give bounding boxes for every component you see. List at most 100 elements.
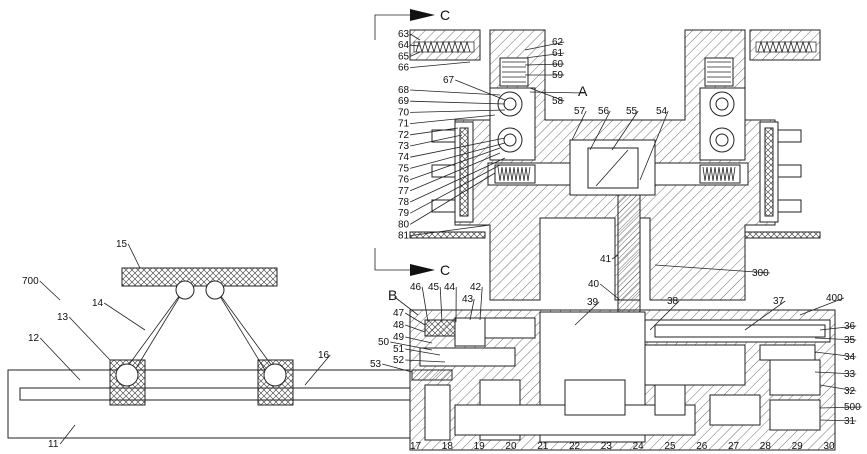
ref-label-35: 35 [844, 335, 856, 346]
ref-label-23: 23 [601, 441, 613, 452]
leader-35 [814, 337, 857, 341]
leader-65 [410, 51, 421, 57]
leader-63 [409, 33, 421, 41]
ref-label-700: 700 [22, 276, 39, 287]
ref-label-50: 50 [378, 337, 390, 348]
ref-label-400: 400 [826, 293, 843, 304]
ref-label-45: 45 [428, 282, 440, 293]
ref-label-11: 11 [48, 439, 59, 450]
ref-label-20: 20 [505, 441, 517, 452]
leader-56 [589, 110, 611, 151]
ref-label-22: 22 [569, 441, 581, 452]
leader-64 [410, 44, 421, 47]
ref-label-63: 63 [398, 29, 410, 40]
ref-label-25: 25 [664, 441, 676, 452]
ref-label-73: 73 [398, 141, 410, 152]
ref-label-38: 38 [667, 296, 679, 307]
leader-52 [405, 359, 446, 363]
top-springs-left [413, 40, 475, 54]
ref-label-26: 26 [696, 441, 708, 452]
ref-label-66: 66 [398, 63, 410, 74]
ref-label-24: 24 [633, 441, 645, 452]
ref-label-39: 39 [587, 297, 599, 308]
leader-45 [439, 286, 443, 323]
ref-label-64: 64 [398, 40, 410, 51]
ref-label-32: 32 [844, 386, 856, 397]
leader-77 [410, 152, 501, 192]
left-scissor-machine [7, 267, 411, 439]
ref-label-41: 41 [600, 254, 612, 265]
leader-39 [574, 301, 600, 326]
ref-label-14: 14 [92, 298, 104, 309]
leader-58 [529, 87, 565, 102]
leader-51 [405, 348, 441, 356]
leader-31 [819, 419, 857, 422]
section-label-bottom: C [440, 262, 450, 278]
leader-71 [410, 114, 496, 124]
ref-label-34: 34 [844, 352, 856, 363]
leader-66 [410, 61, 471, 68]
ref-label-78: 78 [398, 197, 410, 208]
ref-label-15: 15 [116, 239, 128, 250]
ref-label-16: 16 [318, 350, 330, 361]
ref-label-42: 42 [470, 282, 482, 293]
leader-48 [405, 324, 426, 333]
ref-label-57: 57 [574, 106, 586, 117]
ref-label-30: 30 [823, 441, 835, 452]
ref-label-48: 48 [393, 320, 405, 331]
leader-76 [410, 147, 501, 180]
reference-labels: 6364656667686970717273747576777879808162… [22, 29, 862, 452]
ref-label-43: 43 [462, 294, 474, 305]
ref-label-65: 65 [398, 51, 410, 62]
ref-label-68: 68 [398, 85, 410, 96]
leader-12 [39, 337, 81, 381]
ref-label-33: 33 [844, 369, 856, 380]
leader-37 [744, 300, 786, 331]
ref-label-18: 18 [442, 441, 454, 452]
top-springs-right [755, 40, 817, 54]
ref-label-37: 37 [773, 296, 785, 307]
ref-label-40: 40 [588, 279, 600, 290]
leader-13 [68, 316, 111, 361]
leader-36 [819, 325, 857, 331]
leader-43 [469, 298, 475, 321]
leader-34 [814, 351, 857, 358]
leader-A [529, 91, 585, 94]
leader-70 [410, 109, 506, 113]
ref-label-75: 75 [398, 163, 410, 174]
leader-62 [524, 41, 565, 51]
leader-40 [599, 283, 621, 301]
ref-label-70: 70 [398, 107, 410, 118]
ref-label-72: 72 [398, 130, 410, 141]
ref-label-55: 55 [626, 106, 638, 117]
leader-73 [410, 134, 463, 147]
ref-label-69: 69 [398, 96, 410, 107]
ref-label-49: 49 [393, 332, 405, 343]
ref-label-80: 80 [398, 219, 410, 230]
ref-label-81: 81 [398, 231, 410, 242]
leader-55 [611, 110, 639, 151]
leader-38 [649, 300, 680, 331]
leader-14 [103, 302, 146, 331]
leader-16 [304, 354, 331, 386]
ref-label-300: 300 [752, 268, 769, 279]
lower-base-housing [409, 309, 836, 451]
leader-80 [409, 172, 496, 225]
ref-label-13: 13 [57, 312, 69, 323]
leader-400 [799, 297, 844, 316]
ref-label-46: 46 [410, 282, 422, 293]
leader-B [394, 296, 419, 316]
leader-49 [405, 336, 433, 344]
leader-74 [410, 137, 506, 158]
ref-label-27: 27 [728, 441, 740, 452]
ref-label-52: 52 [393, 355, 405, 366]
leader-50 [390, 341, 433, 351]
leader-47 [404, 312, 426, 326]
leader-11 [59, 424, 76, 445]
ref-label-76: 76 [398, 175, 410, 186]
ref-label-54: 54 [656, 106, 668, 117]
section-line-c: C C [374, 7, 450, 278]
leader-78 [410, 157, 506, 203]
ref-label-59: 59 [552, 70, 564, 81]
